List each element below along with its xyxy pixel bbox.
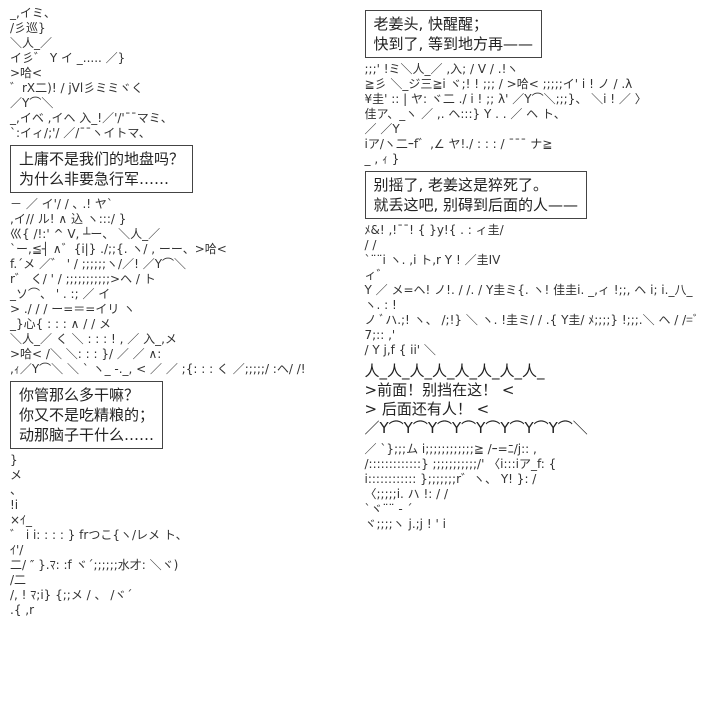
art-line: Y ／ メ=ヘ! ノ!. / /. / Y圭ミ{. ヽ! 佳圭i. _,ィ !;… (364, 283, 693, 312)
art-line: ×ｲ_ (10, 513, 33, 527)
art-line: `:イィ/;'/ ／/¯¯ヽイトマ、 (10, 126, 151, 140)
art-line: >哈< /＼ ＼: : : }/ ／ ／ ∧: (10, 347, 162, 361)
bubble-text: 上庸不是我们的地盘吗？ (19, 150, 185, 168)
art-line: ィ゛ (364, 268, 389, 282)
shout-burst-bottom: ／Y⌒＼ (10, 96, 54, 110)
ascii-art-scene: _,イミ、 /彡巡} ＼人_／ イ彡゛ Y イ _..... ／} >哈< ゛r… (10, 6, 706, 618)
art-line: ゛rX二)! / jVl彡ミミヾく (10, 81, 144, 95)
shout-burst: 人_人_人_人_人_人_人_人_ >前面！别挡在这！ < > 后面还有人！ < … (365, 362, 706, 438)
shout-line: >前面！别挡在这！ < (364, 381, 515, 399)
art-line: .{ ,r (10, 603, 35, 617)
speech-bubble-4: 别摇了, 老姜这是猝死了。 就丢这吧, 别碍到后面的人—— (364, 171, 588, 219)
bubble-text: 老姜头, 快醒醒； (373, 15, 489, 33)
art-line: ≧彡 ＼_ジ三≧i ヾ;! ! ;;; / >哈< ;;;;;イ' i ! ノ … (364, 77, 633, 91)
art-line: !i (10, 498, 19, 512)
art-line: i:::::::::::: };;;;;;;r゛ヽ、 Y! }: / (364, 472, 537, 486)
art-line: _,イベ ,イヘ 入_!／'/'¯¯マミ、 (10, 111, 173, 125)
art-line: ¥圭' :: | ヤ: ヾ二 ./ i ! ;; λ' ／Y⌒＼;;;}、 ＼i… (364, 92, 647, 106)
art-line: 、 (10, 483, 23, 497)
shout-line: > 后面还有人！ < (364, 400, 490, 418)
art-line: ／ ／Y (364, 122, 400, 136)
art-line: ノ ﾞハ.;! ヽ、 /;!} ＼ ヽ. !圭ミ/ / .{ Y圭/ ﾒ;;;;… (364, 313, 699, 342)
shout-ha: >哈< (10, 66, 43, 80)
art-line: － ／ イ'/ / ､ .! ヤ` (10, 197, 113, 211)
bubble-text: 就丢这吧, 别碍到后面的人—— (373, 196, 579, 214)
art-line: 佳ア、_ヽ ／ ,. ヘ:::} Y . . ／ ヘ ト、 (364, 107, 566, 121)
art-line: ／ `};;;ム i;;;;;;;;;;;;≧ /ｰ=ﾆ/j:: , (364, 442, 537, 456)
art-line: ＼人_／ く ＼ : : : ! , ／ 入_,メ (10, 332, 177, 346)
art-line: イ彡゛ Y イ _..... ／} (10, 51, 126, 65)
art-line: ,イ// ル! ∧ 込 ヽ:::/ } (10, 212, 127, 226)
art-line: / Y j,f { ii' ＼ (364, 343, 436, 357)
art-line: 巛{ /!:' ^ V, ┴ー、 ＼人_／ (10, 227, 161, 241)
bubble-text: 你又不是吃精粮的； (19, 406, 155, 424)
art-line: 二/ ″ }.ﾏ: :f ヾ´;;;;;;水才: ＼ヾ) (10, 558, 179, 572)
art-line: /, ! ﾏ;i} {;;メ / 、 /ヾ´ (10, 588, 133, 602)
art-line: f.´メ ／゛ ' / ;;;;;;ヽ/／! ／Y⌒＼ (10, 257, 187, 271)
art-line: iア/ヽ二ｰf゛,∠ ヤ!./ : : : / ¯¯¯ ナ≧ (364, 137, 553, 151)
art-line: メ (10, 468, 23, 482)
art-line: 〈;;;;;i. ハ !: / / (364, 487, 449, 501)
speech-bubble-2: 你管那么多干嘛？ 你又不是吃精粮的； 动那脑子干什么…… (10, 381, 164, 449)
art-line: `ー,≦┤ ∧゛{i|} ./;;{. ヽ/ , ーー、>哈< (10, 242, 227, 256)
art-line: _ , ｨ } (364, 152, 400, 166)
bubble-text: 为什么非要急行军…… (19, 170, 170, 188)
art-line: / / (364, 238, 377, 252)
art-line: `¨¨i ヽ. ,i ト,r Y ! ／圭IV (364, 253, 501, 267)
art-line: ,ｨ／Y⌒＼ ＼ ` ヽ_ -._, < ／ ／ ;{: : : く ／;;;;… (10, 362, 306, 376)
shout-burst-top: ＼人_／ (10, 36, 53, 50)
art-line: _ソ⌒、 ' . :; ／ イ (10, 287, 111, 301)
speech-bubble-3: 老姜头, 快醒醒； 快到了, 等到地方再—— (364, 10, 543, 58)
bubble-text: 别摇了, 老姜这是猝死了。 (373, 176, 549, 194)
art-line: > ./ / / ー=＝=イリ ヽ (10, 302, 136, 316)
art-line: ﾒ&! ,!¯¯! { }y!{ . : ィ圭/ (364, 223, 504, 237)
art-line: `ヾ¨¨ ‐ ´ (364, 502, 413, 516)
bubble-text: 你管那么多干嘛？ (19, 386, 140, 404)
art-line: ゛ i i: : : : } frつこ{ヽ/レメ ト、 (10, 528, 188, 542)
art-line: /彡巡} (10, 21, 46, 35)
art-line: } (10, 453, 18, 467)
scene-left-column: _,イミ、 /彡巡} ＼人_／ イ彡゛ Y イ _..... ／} >哈< ゛r… (10, 6, 351, 618)
shout-burst-bottom: ／Y⌒Y⌒Y⌒Y⌒Y⌒Y⌒Y⌒Y⌒＼ (364, 419, 588, 437)
bubble-text: 快到了, 等到地方再—— (373, 35, 534, 53)
art-line: r゛ く/ ' / ;;;;;;;;;;;>ヘ / ト (10, 272, 156, 286)
art-line: ｲ'/ (10, 543, 24, 557)
speech-bubble-1: 上庸不是我们的地盘吗？ 为什么非要急行军…… (10, 145, 194, 193)
art-line: ヾ;;;;ヽ j.;j ! ' i (364, 517, 446, 531)
shout-burst-top: 人_人_人_人_人_人_人_人_ (364, 362, 545, 380)
art-line: _,イミ、 (10, 6, 56, 20)
art-line: /二 (10, 573, 27, 587)
art-line: _}心{ : : : ∧ / / メ (10, 317, 111, 331)
scene-right-column: 老姜头, 快醒醒； 快到了, 等到地方再—— ;;;' !ミ＼人_／ ,入; /… (364, 6, 706, 618)
art-line: /:::::::::::::} ;;;;;;;;;;;/' 〈i:::iア_f:… (364, 457, 557, 471)
bubble-text: 动那脑子干什么…… (19, 426, 155, 444)
art-line: ;;;' !ミ＼人_／ ,入; / V / .!ヽ (364, 62, 519, 76)
